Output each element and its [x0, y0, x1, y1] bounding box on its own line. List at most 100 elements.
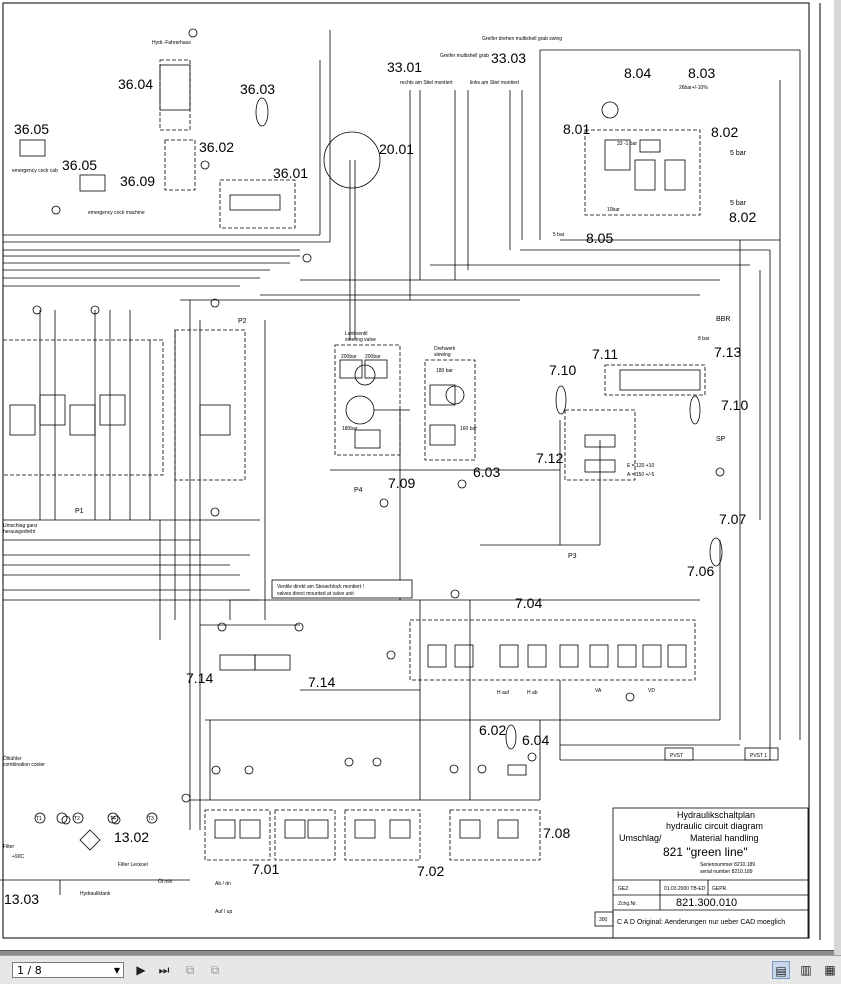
- label-7-11: 7.11: [592, 346, 618, 362]
- label-20-01: 20.01: [379, 141, 414, 157]
- marker-p3: P3: [568, 553, 577, 560]
- label-7-10-a: 7.10: [549, 362, 576, 378]
- note-grab-top-left: Greifer multishell grab: [440, 53, 489, 59]
- label-7-07: 7.07: [719, 511, 746, 527]
- label-33-01: 33.01: [387, 59, 422, 75]
- pressure-8bar: 8 bar: [698, 336, 710, 342]
- vertical-scrollbar[interactable]: [834, 0, 841, 955]
- label-7-13: 7.13: [714, 344, 741, 360]
- note-bottom-b: Auf / up: [215, 909, 232, 915]
- serial-en: serial number 8210.189: [700, 869, 753, 875]
- note-lenk-de: Lenkventil: [345, 331, 368, 337]
- note-vd: VD: [648, 688, 655, 694]
- marker-p2: P2: [238, 318, 247, 325]
- label-36-02: 36.02: [199, 139, 234, 155]
- title-de: Hydraulikschaltplan: [677, 810, 755, 820]
- drawing-number: 821.300.010: [676, 897, 737, 909]
- chevron-down-icon: ▼: [113, 966, 120, 975]
- gez-value: 01.03.2000 TB-ED: [664, 886, 706, 892]
- label-7-14-a: 7.14: [186, 670, 213, 686]
- label-8-02-a: 8.02: [711, 124, 738, 140]
- label-6-04: 6.04: [522, 732, 549, 748]
- single-page-view-icon[interactable]: ▤: [772, 961, 790, 979]
- marker-sp: SP: [716, 436, 726, 443]
- note-umschlag-a: Umschlag ganz: [3, 523, 38, 529]
- label-7-01: 7.01: [252, 861, 279, 877]
- label-33-03: 33.03: [491, 50, 526, 66]
- label-7-10-b: 7.10: [721, 397, 748, 413]
- pressure-a-val: A = 150 +/-5: [627, 472, 654, 478]
- pressure-200bar-a: 200bar: [341, 354, 357, 360]
- pressure-26bar: 26bar+/-10%: [679, 85, 708, 91]
- label-8-04: 8.04: [624, 65, 651, 81]
- note-dreh-en: slewing: [434, 352, 451, 358]
- cad-note: C A D Original: Aenderungen nur ueber CA…: [617, 919, 785, 926]
- label-36-03: 36.03: [240, 81, 275, 97]
- pressure-5bar-b: 5 bar: [730, 200, 747, 207]
- note-emergency-cab: emergency cock cab: [12, 168, 58, 174]
- next-page-icon[interactable]: ▶: [136, 963, 146, 977]
- label-8-05: 8.05: [586, 230, 613, 246]
- note-pvst-a: PVST: [670, 753, 683, 759]
- pressure-180bar-b: 180 bar: [436, 368, 453, 374]
- note-hydr-cab: Hydr.-Fahrerhaus: [152, 40, 191, 46]
- note-lenk-en: steering valve: [345, 337, 376, 343]
- gez-label: GEZ.: [618, 886, 630, 892]
- note-kombi-en: combination cooler: [3, 762, 45, 768]
- viewer-toolbar: 1 / 8 ▼ ▶ ⏭ ⧉ ⧉ ▤ ▥ ▦: [0, 955, 841, 984]
- label-7-02: 7.02: [417, 863, 444, 879]
- label-7-12: 7.12: [536, 450, 563, 466]
- label-8-01: 8.01: [563, 121, 590, 137]
- label-7-09: 7.09: [388, 475, 415, 491]
- marker-t3: T3: [148, 816, 154, 822]
- serial-de: Seriennummer 8210.189: [700, 862, 755, 868]
- marker-p4: P4: [354, 487, 363, 494]
- pressure-e-val: E = 120 +10: [627, 463, 654, 469]
- note-emergency-machine: emergency cock machine: [88, 210, 145, 216]
- two-page-view-icon[interactable]: ▥: [800, 963, 812, 977]
- marker-bbr: BBR: [716, 316, 730, 323]
- diagram-page: 36.04 36.03 36.05 36.02 36.05 36.09 36.0…: [0, 0, 835, 951]
- subtitle-en: Material handling: [690, 833, 759, 843]
- note-valves-de: Ventile direkt am Steuerblock montiert !: [277, 584, 364, 590]
- document-viewer: 36.04 36.03 36.05 36.02 36.05 36.09 36.0…: [0, 0, 841, 955]
- label-13-03: 13.03: [4, 891, 39, 907]
- last-page-icon[interactable]: ⏭: [158, 963, 170, 977]
- note-kombi-de: Ölkühler: [3, 755, 22, 762]
- pressure-33bar: 33 -1 bar: [617, 141, 637, 147]
- note-umschlag-b: herausgedreht: [3, 529, 36, 535]
- note-dreh-de: Drehwerk: [434, 346, 456, 352]
- subtitle-de: Umschlag/: [619, 833, 662, 843]
- note-grab-right: links am Stiel montiert: [470, 80, 520, 86]
- note-oil-min: Öl min: [158, 878, 173, 885]
- pressure-10bar: 10bar: [607, 207, 620, 213]
- pressure-5bar-a: 5 bar: [730, 150, 747, 157]
- label-8-03: 8.03: [688, 65, 715, 81]
- note-va: VA: [595, 688, 602, 694]
- label-7-08: 7.08: [543, 825, 570, 841]
- pressure-200bar-b: 200bar: [365, 354, 381, 360]
- model-name: 821 "green line": [663, 845, 748, 859]
- title-en: hydraulic circuit diagram: [666, 821, 763, 831]
- pressure-180bar: 180bar: [342, 426, 358, 432]
- label-7-06: 7.06: [687, 563, 714, 579]
- page-indicator: 1 / 8: [17, 964, 42, 977]
- marker-t1: T1: [36, 816, 42, 822]
- note-temp: +90C: [12, 854, 24, 860]
- copy-page-icon[interactable]: ⧉: [185, 963, 195, 977]
- label-36-05-b: 36.05: [62, 157, 97, 173]
- label-7-04: 7.04: [515, 595, 542, 611]
- label-8-02-b: 8.02: [729, 209, 756, 225]
- label-36-01: 36.01: [273, 165, 308, 181]
- note-leckoel: Filter Leckoel: [118, 862, 148, 868]
- label-36-04: 36.04: [118, 76, 153, 92]
- note-h-auf: H auf: [497, 690, 510, 696]
- page-selector[interactable]: 1 / 8 ▼: [12, 962, 124, 978]
- marker-t2: T2: [74, 816, 80, 822]
- note-bottom-a: Ab / dn: [215, 881, 231, 887]
- continuous-view-icon[interactable]: ▦: [824, 963, 836, 977]
- zchg-label: Zchg.Nr.: [618, 901, 637, 907]
- note-hydraulic-tank: Hydrauliktank: [80, 891, 111, 897]
- note-grab-top-right: Greifer drehen multishell grab swing: [482, 36, 562, 42]
- paste-page-icon[interactable]: ⧉: [210, 963, 220, 977]
